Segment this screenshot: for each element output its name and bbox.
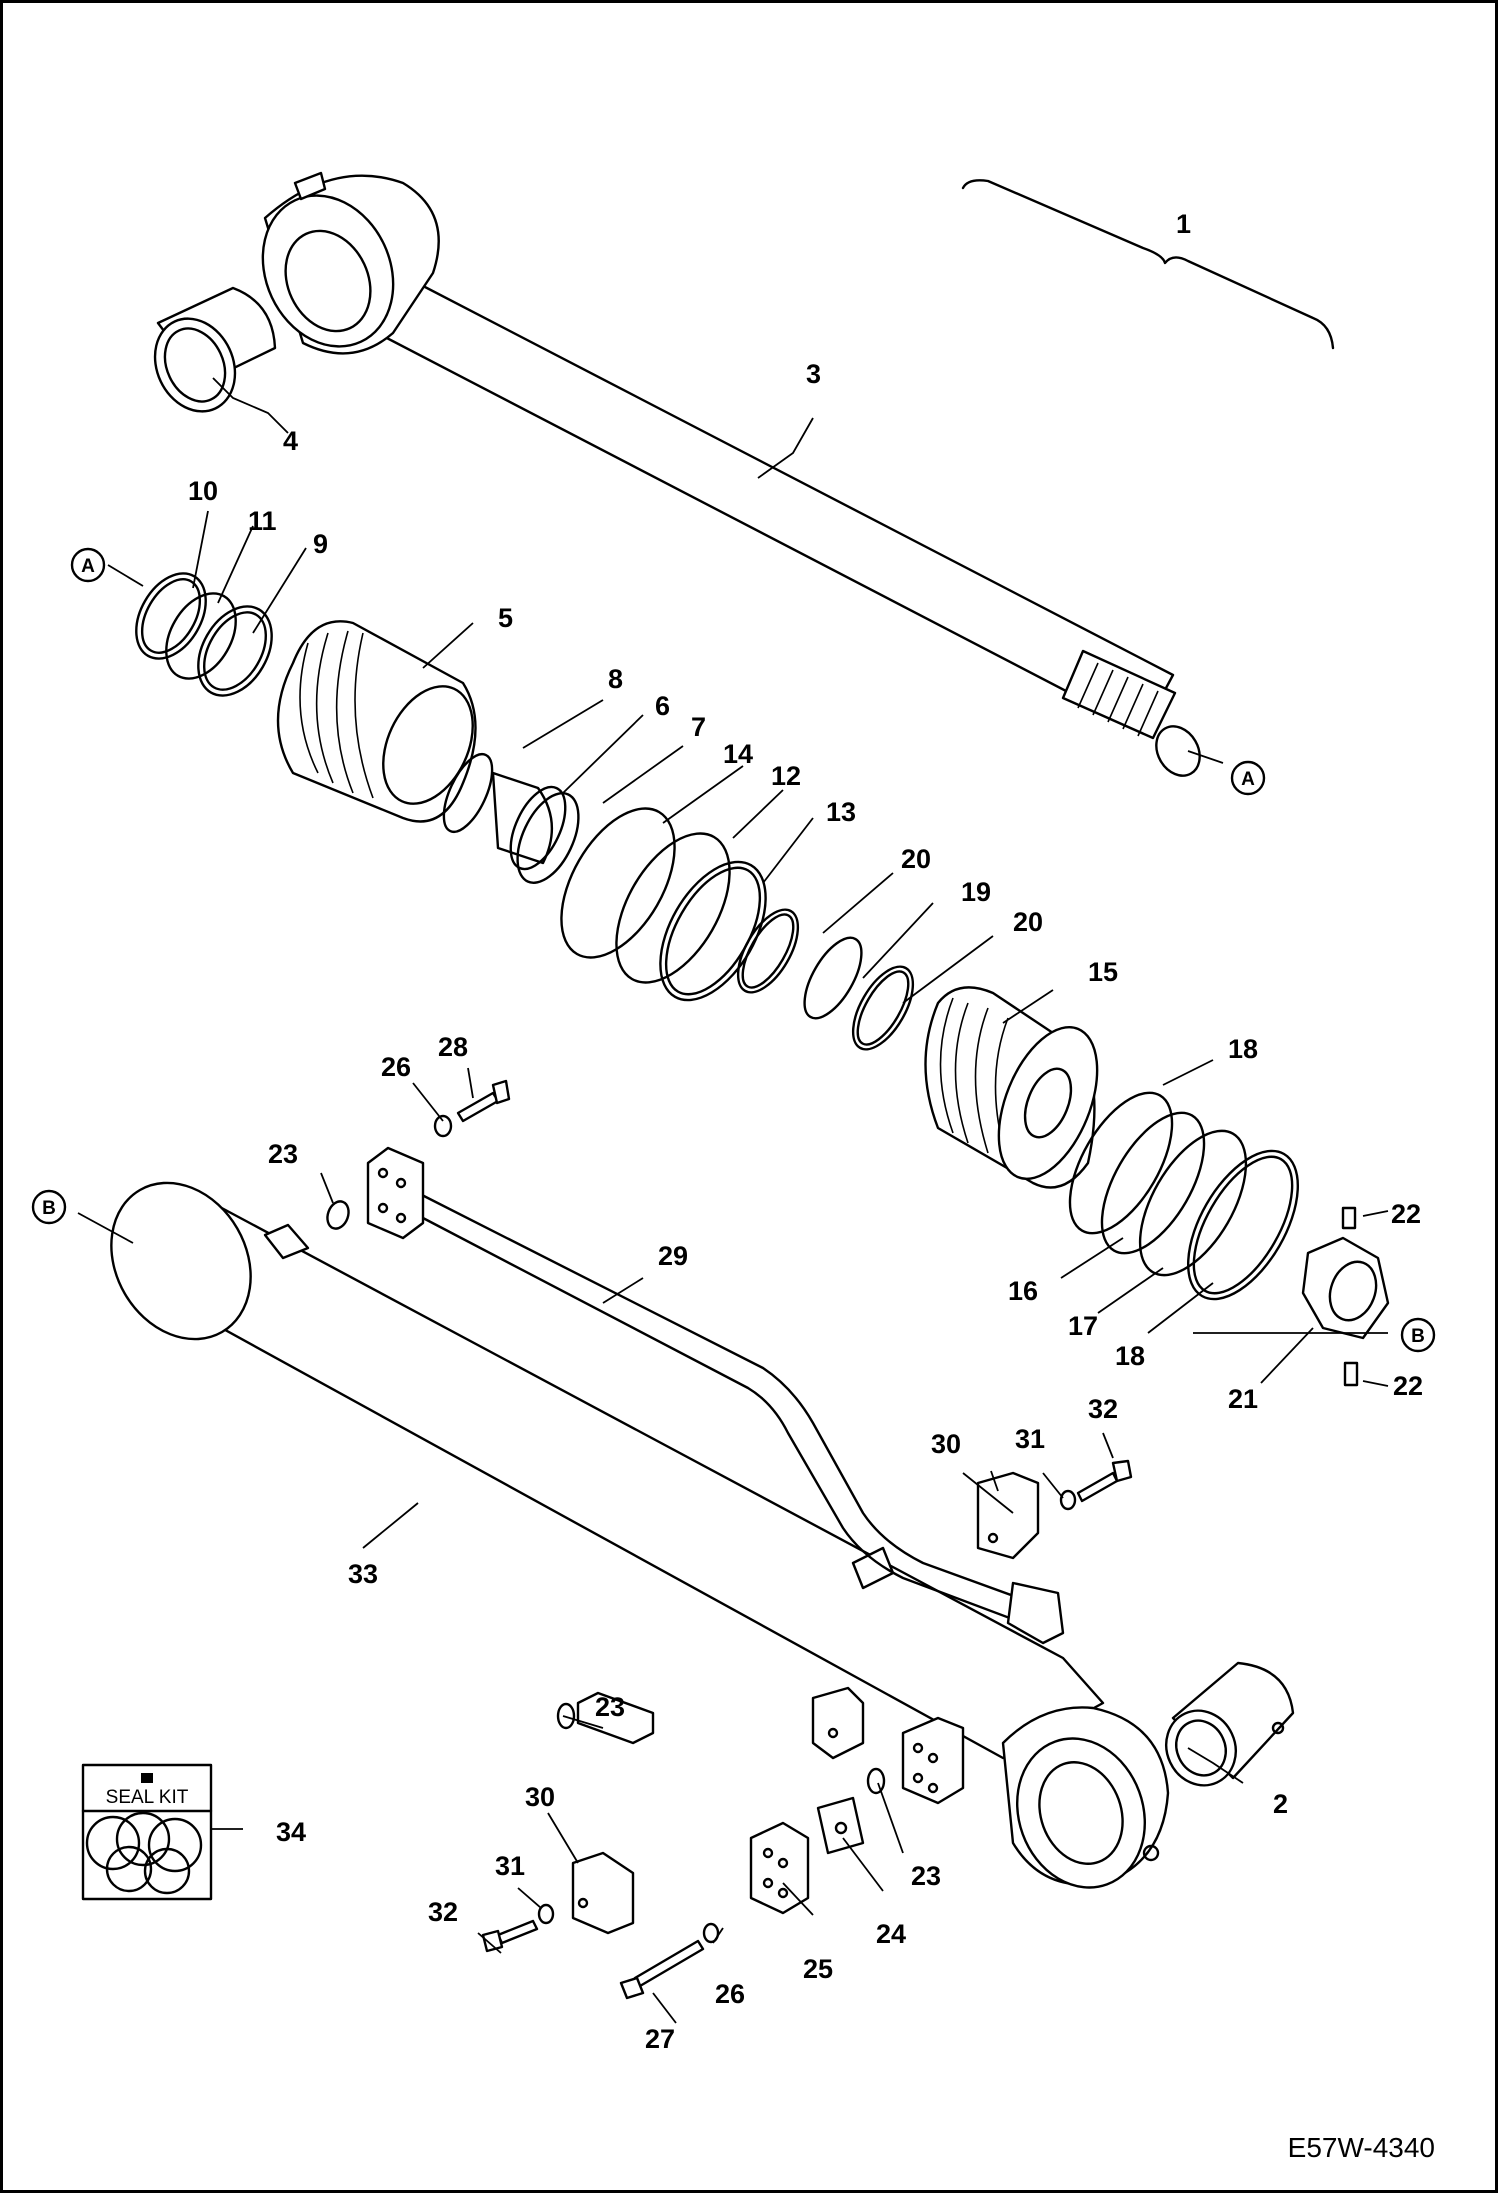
- lower-flange-parts: [571, 1686, 965, 1935]
- ref-marker-a-top: A: [81, 556, 95, 577]
- assembly-bracket: [961, 179, 1335, 350]
- callout-22-lower: 22: [1393, 1371, 1423, 1401]
- callout-18-lower: 18: [1115, 1341, 1145, 1371]
- callout-18-upper: 18: [1228, 1034, 1258, 1064]
- callout-5: 5: [498, 603, 513, 633]
- ref-markers: A A B B: [31, 547, 1436, 1353]
- callout-24: 24: [876, 1919, 906, 1949]
- piston: [924, 986, 1099, 1189]
- callout-31-lower: 31: [495, 1851, 525, 1881]
- callout-10: 10: [188, 476, 218, 506]
- upper-flange-block: [366, 1146, 425, 1240]
- cylinder-head-gland: [276, 620, 477, 823]
- callout-23-upper: 23: [268, 1139, 298, 1169]
- callout-19: 19: [961, 877, 991, 907]
- ref-marker-b-nut: B: [1411, 1326, 1425, 1347]
- piston-seals-group: [560, 807, 915, 1051]
- callout-4: 4: [283, 426, 298, 456]
- ref-marker-b-tube: B: [42, 1198, 56, 1219]
- callout-30-lower: 30: [525, 1782, 555, 1812]
- callout-numbers: 1 2 3 4 5 6 7 8 9 10 11 12 13 14 15 16 1…: [188, 209, 1423, 2054]
- callout-27: 27: [645, 2024, 675, 2054]
- callout-9: 9: [313, 529, 328, 559]
- seal-kit-label: SEAL KIT: [106, 1787, 189, 1808]
- callout-20-upper: 20: [901, 844, 931, 874]
- callout-13: 13: [826, 797, 856, 827]
- callout-16: 16: [1008, 1276, 1038, 1306]
- callout-6: 6: [655, 691, 670, 721]
- pipe-clamp-upper: [976, 1471, 1040, 1560]
- base-bushing: [1165, 1661, 1295, 1787]
- rod-seals-group: [135, 572, 273, 697]
- callout-25: 25: [803, 1954, 833, 1984]
- callout-33: 33: [348, 1559, 378, 1589]
- drawing-number: E57W-4340: [1287, 2132, 1435, 2163]
- piston-rod: [261, 171, 1201, 777]
- piston-rings-group: [1068, 1091, 1300, 1301]
- callout-26-upper: 26: [381, 1052, 411, 1082]
- callout-1: 1: [1176, 209, 1191, 239]
- callout-23-lower-right: 23: [911, 1861, 941, 1891]
- callout-7: 7: [691, 712, 706, 742]
- callout-22-upper: 22: [1391, 1199, 1421, 1229]
- callout-23-lower-left: 23: [595, 1692, 625, 1722]
- callout-14: 14: [723, 739, 753, 769]
- callout-3: 3: [806, 359, 821, 389]
- gland-seals-group: [442, 752, 580, 884]
- callout-29: 29: [658, 1241, 688, 1271]
- seal-kit-box: SEAL KIT: [81, 1763, 213, 1901]
- callout-26-lower: 26: [715, 1979, 745, 2009]
- callout-31-upper: 31: [1015, 1424, 1045, 1454]
- hydraulic-pipe: [416, 1191, 1065, 1645]
- callout-12: 12: [771, 761, 801, 791]
- callout-11: 11: [248, 506, 277, 536]
- exploded-view-drawing: A A B B SEAL KIT 1 2 3 4 5 6 7 8 9 10 11…: [31, 171, 1436, 2054]
- callout-15: 15: [1088, 957, 1118, 987]
- callout-32-upper: 32: [1088, 1394, 1118, 1424]
- callout-30-upper: 30: [931, 1429, 961, 1459]
- callout-20-lower: 20: [1013, 907, 1043, 937]
- callout-21: 21: [1228, 1384, 1258, 1414]
- ref-marker-a-rod: A: [1241, 769, 1255, 790]
- o-rings-and-washers: [326, 1114, 1077, 1944]
- callout-8: 8: [608, 664, 623, 694]
- piston-nut: [1301, 1206, 1390, 1387]
- callout-34: 34: [276, 1817, 306, 1847]
- callout-28: 28: [438, 1032, 468, 1062]
- eye-bushing: [153, 286, 277, 413]
- callout-32-lower: 32: [428, 1897, 458, 1927]
- cylinder-tube: [110, 1181, 1170, 1889]
- callout-2: 2: [1273, 1789, 1288, 1819]
- bolts: [456, 1079, 1133, 2000]
- callout-17: 17: [1068, 1311, 1098, 1341]
